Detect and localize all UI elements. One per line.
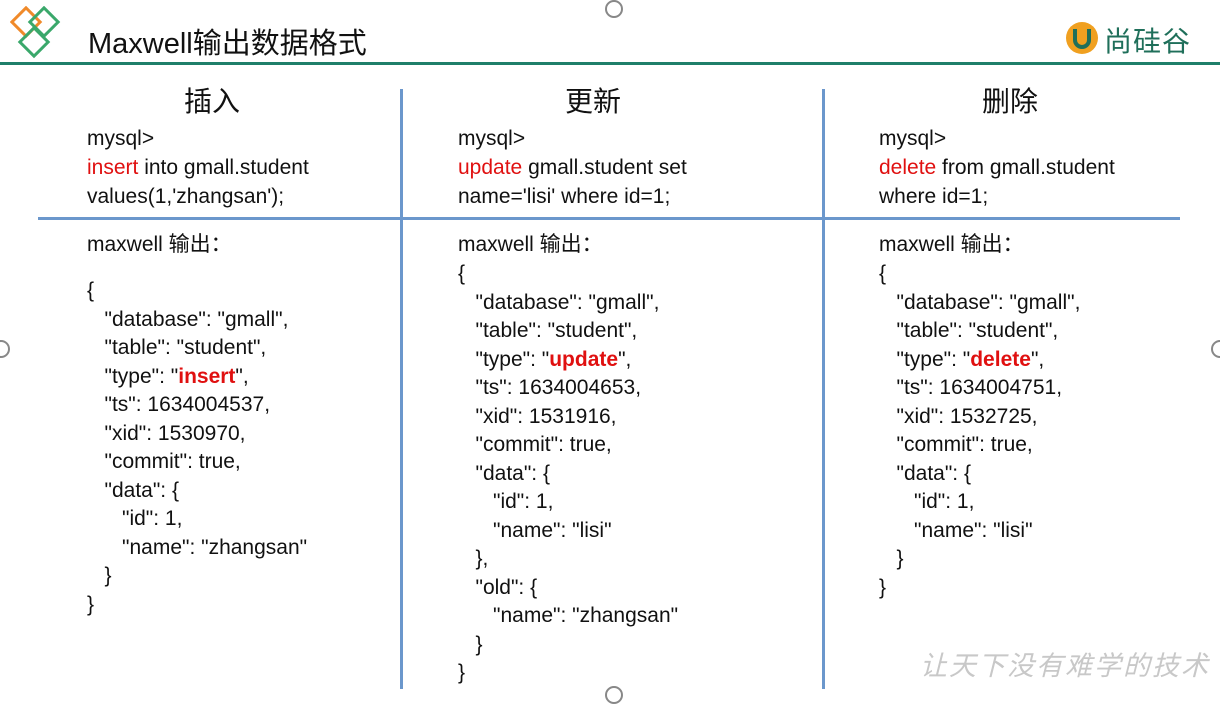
json-text: { "database": "gmall", "table": "student… (458, 262, 660, 371)
resize-handle-right[interactable] (1211, 340, 1220, 358)
sql-keyword: delete (879, 156, 937, 179)
sql-line: where id=1; (879, 185, 989, 208)
json-type-value: delete (970, 347, 1031, 371)
sql-line: gmall.student set (522, 156, 687, 179)
watermark: 让天下没有难学的技术 (920, 651, 1210, 682)
sql-keyword: insert (87, 156, 139, 179)
sql-block-update: mysql> update gmall.student set name='li… (458, 124, 687, 211)
json-text: { "database": "gmall", "table": "student… (879, 262, 1081, 371)
json-type-value: insert (178, 364, 236, 388)
header-divider (0, 62, 1220, 65)
json-text: ", "ts": 1634004751, "xid": 1532725, "co… (879, 347, 1063, 599)
sql-line: values(1,'zhangsan'); (87, 185, 285, 208)
sql-line: from gmall.student (936, 156, 1115, 179)
column-heading-update: 更新 (564, 86, 621, 117)
brand-name: 尚硅谷 (1104, 26, 1192, 57)
sql-prompt: mysql> (458, 127, 526, 150)
sql-line: name='lisi' where id=1; (458, 185, 671, 208)
sql-block-insert: mysql> insert into gmall.student values(… (87, 124, 309, 211)
column-divider-1 (400, 89, 403, 689)
json-type-value: update (549, 347, 619, 371)
diamond-logo-icon (10, 6, 61, 59)
column-divider-2 (822, 89, 825, 689)
brand-u-icon (1066, 22, 1098, 54)
page-title: Maxwell输出数据格式 (88, 28, 367, 60)
output-label-insert: maxwell 输出： (87, 233, 232, 256)
sql-prompt: mysql> (879, 127, 947, 150)
sql-block-delete: mysql> delete from gmall.student where i… (879, 124, 1115, 211)
json-output-insert: { "database": "gmall", "table": "student… (87, 277, 307, 619)
sql-line: into gmall.student (138, 156, 309, 179)
json-output-delete: { "database": "gmall", "table": "student… (879, 260, 1080, 602)
row-divider (38, 217, 1180, 220)
json-text: ", "ts": 1634004653, "xid": 1531916, "co… (458, 347, 679, 685)
sql-keyword: update (458, 156, 523, 179)
resize-handle-bottom[interactable] (605, 686, 623, 704)
output-label-delete: maxwell 输出： (879, 233, 1024, 256)
json-text: ", "ts": 1634004537, "xid": 1530970, "co… (87, 364, 308, 616)
resize-handle-left[interactable] (0, 340, 10, 358)
column-heading-delete: 删除 (981, 86, 1038, 117)
sql-prompt: mysql> (87, 127, 155, 150)
resize-handle-top[interactable] (605, 0, 623, 18)
json-text: { "database": "gmall", "table": "student… (87, 279, 289, 388)
json-output-update: { "database": "gmall", "table": "student… (458, 260, 678, 688)
column-heading-insert: 插入 (183, 86, 240, 117)
output-label-update: maxwell 输出： (458, 233, 603, 256)
